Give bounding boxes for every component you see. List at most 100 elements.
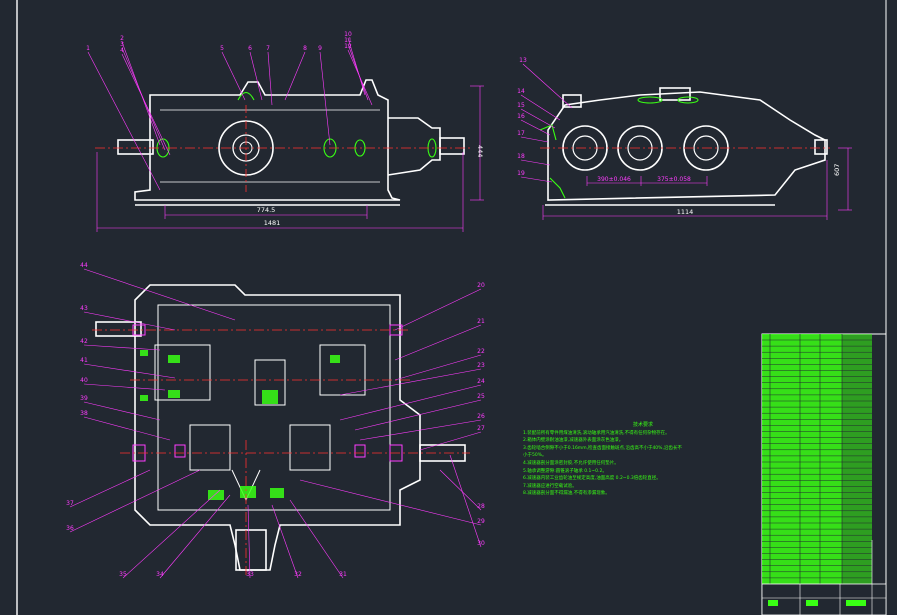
leader-line [271, 504, 299, 579]
side-dim-distance-a: 390±0.046 [597, 176, 631, 183]
side-dim-height: 607 [833, 164, 841, 176]
leader-line [87, 51, 161, 191]
plan-gear-4 [189, 424, 231, 471]
part-label: 30 [477, 540, 485, 547]
leader-line [347, 49, 373, 106]
leader-line [394, 288, 482, 331]
part-label: 4 [120, 47, 124, 54]
part-label: 15 [517, 102, 525, 109]
technical-note-line: 2.箱体内壁涂耐油油漆,减速器外表面涂灰色油漆。 [523, 438, 624, 444]
leader-line [339, 384, 482, 421]
part-label: 24 [477, 378, 485, 385]
front-shaft-left [117, 139, 154, 155]
front-dim-center-distance: 774.5 [257, 206, 276, 214]
technical-note-line: 1.装配前所有零件用煤油清洗,滚动轴承用汽油清洗,不得有任何杂物存在。 [523, 430, 670, 436]
part-label: 2 [120, 35, 124, 42]
technical-note-line: 6.减速器内装工业齿轮油至规定高度,油面高度 0.2~0.3倍齿轮直径。 [523, 476, 661, 482]
leader-line [83, 383, 166, 391]
leader-line [449, 454, 482, 548]
side-lid-boss-1 [562, 94, 582, 108]
part-label: 16 [517, 113, 525, 120]
part-label: 28 [477, 503, 485, 510]
leader-line [83, 344, 161, 351]
part-label: 40 [80, 377, 88, 384]
leader-line [339, 368, 482, 396]
leader-line [159, 494, 231, 579]
plan-housing-outline [134, 284, 421, 571]
part-label: 35 [119, 571, 127, 578]
side-view [545, 87, 828, 206]
leader-line [520, 159, 551, 166]
part-label: 11 [344, 37, 352, 44]
front-end-bracket [387, 117, 441, 176]
plan-leaders: 4443424140393837362021222324252627282930… [66, 262, 485, 579]
leader-line [121, 53, 171, 156]
leader-line [419, 431, 482, 451]
plan-gear-5 [289, 424, 331, 471]
leader-line [354, 399, 482, 431]
front-dim-length: 1481 [264, 219, 281, 227]
plan-gear-3 [254, 359, 286, 406]
leader-line [267, 51, 273, 106]
part-label: 19 [517, 170, 525, 177]
leader-line [83, 416, 171, 441]
part-label: 7 [266, 45, 270, 52]
side-view-green-detail [539, 96, 699, 199]
side-dim-distance-b: 375±0.058 [657, 176, 691, 183]
part-label: 5 [220, 45, 224, 52]
technical-note-line: 7.减速器应进行空载试验。 [523, 483, 577, 489]
part-label: 9 [318, 45, 322, 52]
part-label: 22 [477, 348, 485, 355]
leader-line [520, 136, 549, 143]
part-label: 3 [120, 41, 124, 48]
part-label: 6 [248, 45, 252, 52]
leader-line [520, 108, 556, 129]
leader-line [221, 51, 246, 101]
side-shaft-end [814, 139, 828, 155]
leader-line [69, 469, 201, 533]
plan-shaft-top [95, 321, 142, 337]
technical-notes: 技术要求 1.装配前所有零件用煤油清洗,滚动轴承用汽油清洗,不得有任何杂物存在。… [523, 422, 723, 498]
plan-view [95, 284, 466, 571]
part-label: 26 [477, 413, 485, 420]
part-label: 33 [246, 571, 254, 578]
technical-note-line: 8.减速器剖分面不得漏油,不得有渗漏现象。 [523, 491, 610, 497]
plan-gear-1 [154, 344, 211, 401]
part-label: 29 [477, 518, 485, 525]
part-label: 38 [80, 410, 88, 417]
part-label: 13 [519, 57, 527, 64]
leader-line [69, 469, 151, 508]
leader-line [439, 469, 482, 511]
plan-shaft-bottom [235, 529, 267, 571]
leader-line [289, 499, 344, 579]
side-dimensions [542, 147, 852, 220]
plan-inner-wall [157, 304, 391, 511]
technical-note-line: 4.减速器剖分面涂密封胶,不允许使用任何垫片。 [523, 460, 619, 466]
plan-view-green-detail [140, 350, 340, 500]
part-label: 39 [80, 395, 88, 402]
leader-line [520, 119, 551, 136]
side-housing-outline [547, 91, 826, 201]
part-label: 41 [80, 357, 88, 364]
leader-line [394, 324, 482, 361]
part-label: 21 [477, 318, 485, 325]
table-rules [762, 334, 872, 584]
leader-line [83, 363, 176, 379]
part-label: 44 [80, 262, 88, 269]
leader-line [319, 51, 331, 146]
leader-line [347, 43, 369, 101]
part-label: 10 [344, 31, 352, 38]
part-label: 25 [477, 393, 485, 400]
leader-line [394, 354, 482, 381]
technical-note-line: 小于50%。 [523, 453, 547, 459]
leader-line [520, 176, 553, 183]
leader-line [247, 504, 251, 579]
part-label: 34 [156, 571, 164, 578]
part-label: 18 [517, 153, 525, 160]
part-label: 32 [294, 571, 302, 578]
plan-centerlines [92, 329, 470, 575]
part-label: 23 [477, 362, 485, 369]
